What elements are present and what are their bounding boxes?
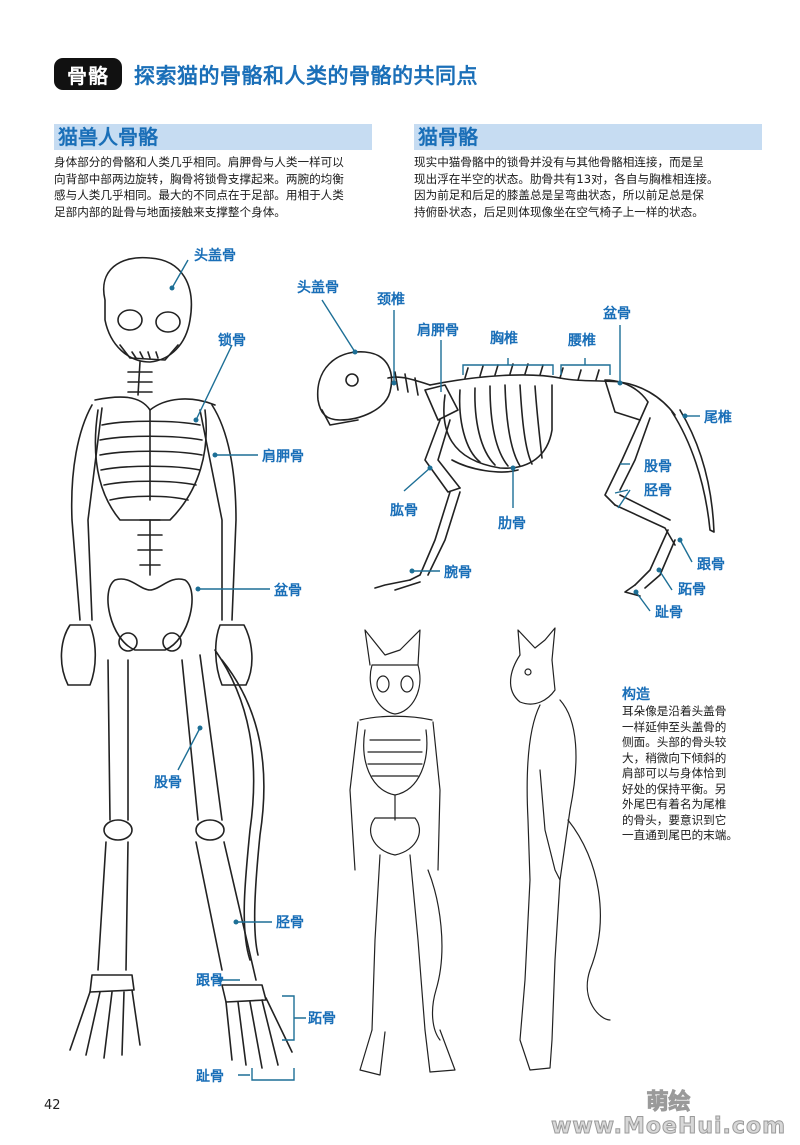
body-line: 向背部中部两边旋转，胸骨将锁骨支撑起来。两腕的均衡 [54,171,344,186]
note-line: 大，稍微向下倾斜的 [622,750,727,765]
body-line: 现实中猫骨骼中的锁骨并没有与其他骨骼相连接，而是呈 [414,155,704,169]
label-scapula: 肩胛骨 [262,449,304,465]
label-cat-caudal: 尾椎 [704,410,732,426]
label-phalanges: 趾骨 [196,1069,224,1085]
label-cat-lumbar: 腰椎 [568,333,596,349]
label-cat-carpal: 腕骨 [444,565,472,581]
label-cat-tibia: 胫骨 [644,483,672,499]
label-clavicle: 锁骨 [218,333,246,349]
section-humanoid-skeleton: 猫兽人骨骼 身体部分的骨骼和人类几乎相同。肩胛骨与人类一样可以 向背部中部两边旋… [54,124,372,220]
label-skull: 头盖骨 [194,248,236,264]
label-cat-cervical: 颈椎 [377,292,405,308]
body-line: 足部内部的趾骨与地面接触来支撑整个身体。 [54,204,286,219]
note-line: 耳朵像是沿着头盖骨 [622,704,727,718]
body-line: 身体部分的骨骼和人类几乎相同。肩胛骨与人类一样可以 [54,155,344,169]
label-cat-phalanges: 趾骨 [655,605,683,621]
watermark: 萌绘 www.MoeHui.com [551,1090,786,1140]
page-title: 探索猫的骨骼和人类的骨骼的共同点 [134,64,478,88]
page-number: 42 [44,1098,61,1113]
section-cat-skeleton: 猫骨骼 现实中猫骨骼中的锁骨并没有与其他骨骼相连接，而是呈 现出浮在半空的状态。… [414,124,762,220]
label-femur: 股骨 [154,775,182,791]
note-line: 好处的保持平衡。另 [622,781,727,796]
cat-side-view-illustration [510,627,611,1071]
section-body: 现实中猫骨骼中的锁骨并没有与其他骨骼相连接，而是呈 现出浮在半空的状态。肋骨共有… [414,154,762,220]
structure-note: 构造 耳朵像是沿着头盖骨 一样延伸至头盖骨的 侧面。头部的骨头较 大，稍微向下倾… [622,684,752,844]
note-line: 的骨头，要意识到它 [622,812,727,827]
body-line: 持俯卧状态，后足则体现像坐在空气椅子上一样的状态。 [414,204,704,219]
section-body: 身体部分的骨骼和人类几乎相同。肩胛骨与人类一样可以 向背部中部两边旋转，胸骨将锁… [54,154,372,220]
note-line: 一直通到尾巴的末端。 [622,828,738,842]
note-line: 一样延伸至头盖骨的 [622,719,727,734]
note-title: 构造 [622,687,650,703]
section-heading: 猫骨骼 [414,124,762,150]
chapter-badge: 骨骼 [54,58,122,90]
body-line: 因为前足和后足的膝盖总是呈弯曲状态，所以前足总是保 [414,188,704,203]
leader-dots [169,285,688,983]
label-cat-scapula: 肩胛骨 [417,323,459,339]
watermark-logo: 萌绘 [646,1090,691,1115]
label-cat-humerus: 肱骨 [390,503,418,519]
label-tibia: 胫骨 [276,915,304,931]
label-cat-rib: 肋骨 [498,516,526,532]
humanoid-skeleton-illustration [60,256,293,1069]
label-calcaneus: 跟骨 [196,973,224,989]
label-pelvis: 盆骨 [274,583,302,599]
watermark-url: www.MoeHui.com [551,1114,786,1140]
leader-lines [171,259,700,1081]
label-metatarsal: 跖骨 [308,1011,336,1027]
section-heading: 猫兽人骨骼 [54,124,372,150]
note-line: 肩部可以与身体恰到 [622,766,727,780]
label-cat-pelvis: 盆骨 [603,306,631,322]
body-line: 现出浮在半空的状态。肋骨共有13对，各自与胸椎相连接。 [414,171,719,186]
note-line: 侧面。头部的骨头较 [622,735,727,749]
note-line: 外尾巴有着名为尾椎 [622,797,727,811]
small-cat-skeleton-illustration [349,629,456,1076]
body-line: 感与人类几乎相同。最大的不同点在于足部。用相于人类 [54,188,344,203]
note-body: 耳朵像是沿着头盖骨 一样延伸至头盖骨的 侧面。头部的骨头较 大，稍微向下倾斜的 … [622,704,752,844]
label-cat-calcaneus: 跟骨 [697,557,725,573]
label-cat-metatarsal: 跖骨 [678,582,706,598]
label-cat-thoracic: 胸椎 [490,331,518,347]
label-cat-femur: 股骨 [644,459,672,475]
label-cat-skull: 头盖骨 [297,280,339,296]
